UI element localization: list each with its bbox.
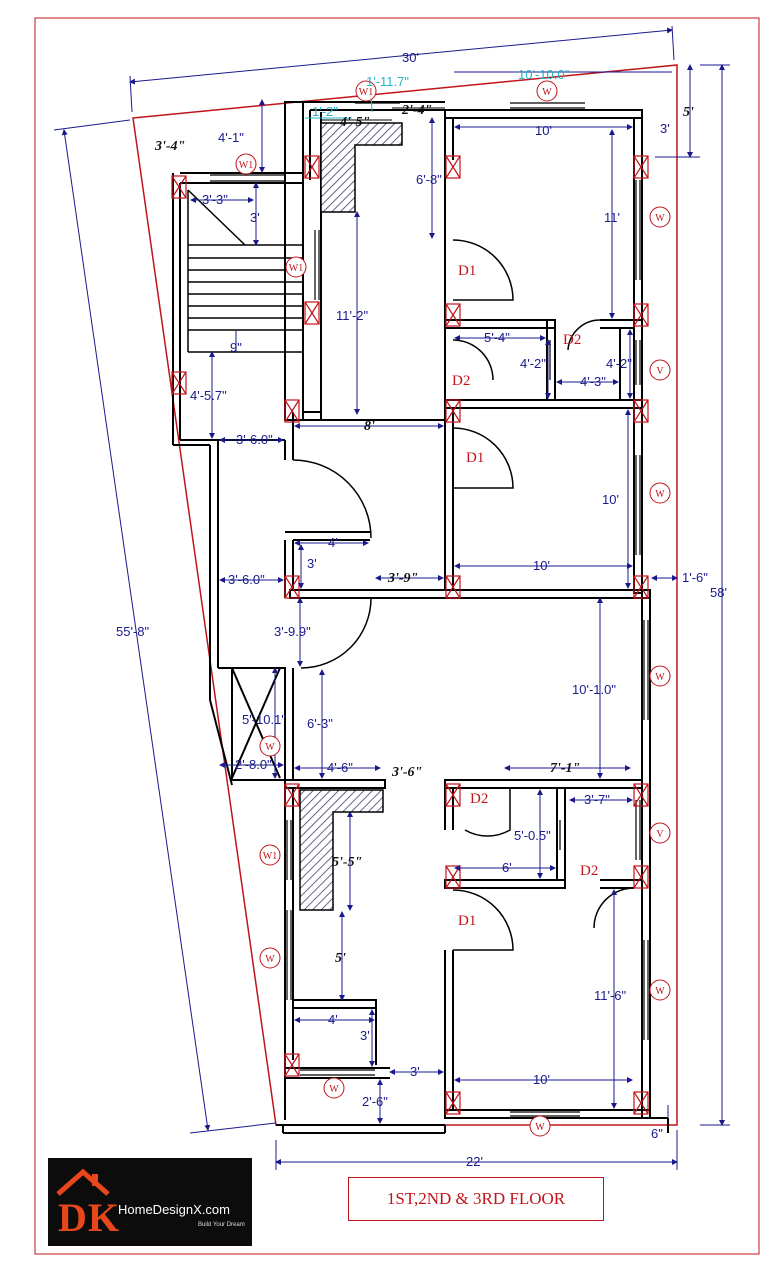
windows	[210, 102, 649, 1117]
window-tag: W	[265, 742, 275, 753]
dim-text: 3'	[660, 121, 670, 136]
logo-letters: DK	[58, 1195, 120, 1240]
company-logo: DK HomeDesignX.com Build Your Dream	[48, 1158, 252, 1246]
dim-text: 3'-6.0"	[228, 572, 265, 587]
dim-text: 2'-6"	[362, 1094, 388, 1109]
dim-text: 10'-10.0"	[518, 67, 570, 82]
page-frame	[34, 17, 760, 1255]
window-tag: W	[655, 213, 665, 224]
window-tag: W1	[359, 87, 373, 98]
window-tag: V	[656, 366, 664, 377]
black-dimension-lines	[322, 107, 445, 121]
dim-text: 1'-11.7"	[366, 74, 409, 89]
dim-text: 4'-5"	[339, 115, 370, 130]
dim-text: 3'-6.0"	[236, 432, 273, 447]
dim-text: 9"	[230, 340, 242, 355]
dim-text: 3'	[410, 1064, 420, 1079]
room-label-d1-mid: D1	[466, 450, 484, 466]
dim-text: 55'-8"	[116, 624, 150, 639]
window-tag: W1	[263, 851, 277, 862]
window-tag: W	[655, 672, 665, 683]
dim-text: 11'-2"	[336, 308, 369, 323]
dim-text: 6'	[502, 860, 512, 875]
room-label-d2-bot-right: D2	[580, 863, 598, 879]
dim-text: 4'-3"	[580, 374, 606, 389]
dim-text: 7'-1"	[550, 761, 580, 776]
window-tag: W	[655, 489, 665, 500]
dim-text: 4'	[328, 1012, 338, 1027]
dim-text: 11'	[604, 210, 620, 225]
window-tag: W	[655, 986, 665, 997]
dim-text: 8'	[364, 419, 375, 434]
room-label-d2-right: D2	[563, 332, 581, 348]
dim-text: 5'-0.5"	[514, 828, 551, 843]
dim-text: 1'-6"	[682, 570, 708, 585]
room-label-d2-bot-left: D2	[470, 791, 488, 807]
room-label-d2-left: D2	[452, 373, 470, 389]
floor-title-text: 1ST,2ND & 3RD FLOOR	[386, 1189, 566, 1208]
dim-text: 10'	[535, 123, 552, 138]
dim-text: 5'-4"	[484, 330, 510, 345]
dim-text: 58'	[710, 585, 727, 600]
walls	[172, 101, 669, 1134]
house-logo-icon	[56, 1168, 110, 1196]
window-tag: W	[542, 87, 552, 98]
dim-text: 3'-9"	[387, 571, 418, 586]
dim-text: 10'-1.0"	[572, 682, 616, 697]
dim-text: 3'	[360, 1028, 370, 1043]
dim-text: 5'	[683, 105, 694, 120]
dim-text: 2'-4"	[401, 103, 432, 118]
dim-text: 5'	[335, 951, 346, 966]
kitchen-counter-bottom	[299, 789, 384, 911]
window-tag: V	[656, 829, 664, 840]
dim-text: 3'	[307, 556, 317, 571]
dim-text: 6"	[651, 1126, 663, 1141]
dim-text: 10'	[533, 1072, 550, 1087]
room-label-d1-bot: D1	[458, 913, 476, 929]
dim-text: 10'	[602, 492, 619, 507]
dim-text: 5'-10.1"	[242, 712, 286, 727]
window-tag: W	[329, 1084, 339, 1095]
window-tag: W	[535, 1122, 545, 1133]
dim-text: 4'-5.7"	[190, 388, 227, 403]
dim-text: 30'	[402, 50, 419, 65]
plot-boundary	[132, 64, 678, 1126]
floor-title: 1ST,2ND & 3RD FLOOR	[348, 1177, 604, 1221]
kitchen-counter-top	[320, 122, 403, 213]
window-tag: W	[265, 954, 275, 965]
dim-text: 4'-1"	[218, 130, 244, 145]
dim-text: 22'	[466, 1154, 483, 1169]
dimension-lines	[53, 25, 730, 1170]
dim-text: 3'	[250, 210, 260, 225]
dim-text: 5'-5"	[332, 855, 362, 870]
dim-text: 4'	[328, 535, 338, 550]
logo-brand: HomeDesignX.com	[118, 1202, 230, 1217]
dim-text: 4'-2"	[520, 356, 546, 371]
door-swings	[292, 239, 635, 951]
columns	[171, 155, 649, 1115]
dim-text: 4'-2"	[606, 356, 632, 371]
dim-text: 6'-8"	[416, 172, 442, 187]
dim-text: 1'-2"	[312, 104, 338, 119]
window-tag: W1	[289, 263, 303, 274]
dim-text: 4'-6"	[327, 760, 353, 775]
dim-text: 2'-8.0"	[235, 757, 272, 772]
dim-text: 3'-6"	[391, 765, 422, 780]
window-tag: W1	[239, 160, 253, 171]
dim-text: 3'-7"	[584, 792, 610, 807]
logo-tagline: Build Your Dream	[198, 1222, 245, 1228]
room-label-d1-top: D1	[458, 263, 476, 279]
dim-text: 3'-3"	[202, 192, 228, 207]
window-tag-circles	[235, 80, 671, 1137]
dim-text: 6'-3"	[307, 716, 333, 731]
dim-text: 3'-4"	[154, 139, 185, 154]
dim-text: 3'-9.9"	[274, 624, 311, 639]
dim-text: 11'-6"	[594, 988, 627, 1003]
dim-text: 10'	[533, 558, 550, 573]
